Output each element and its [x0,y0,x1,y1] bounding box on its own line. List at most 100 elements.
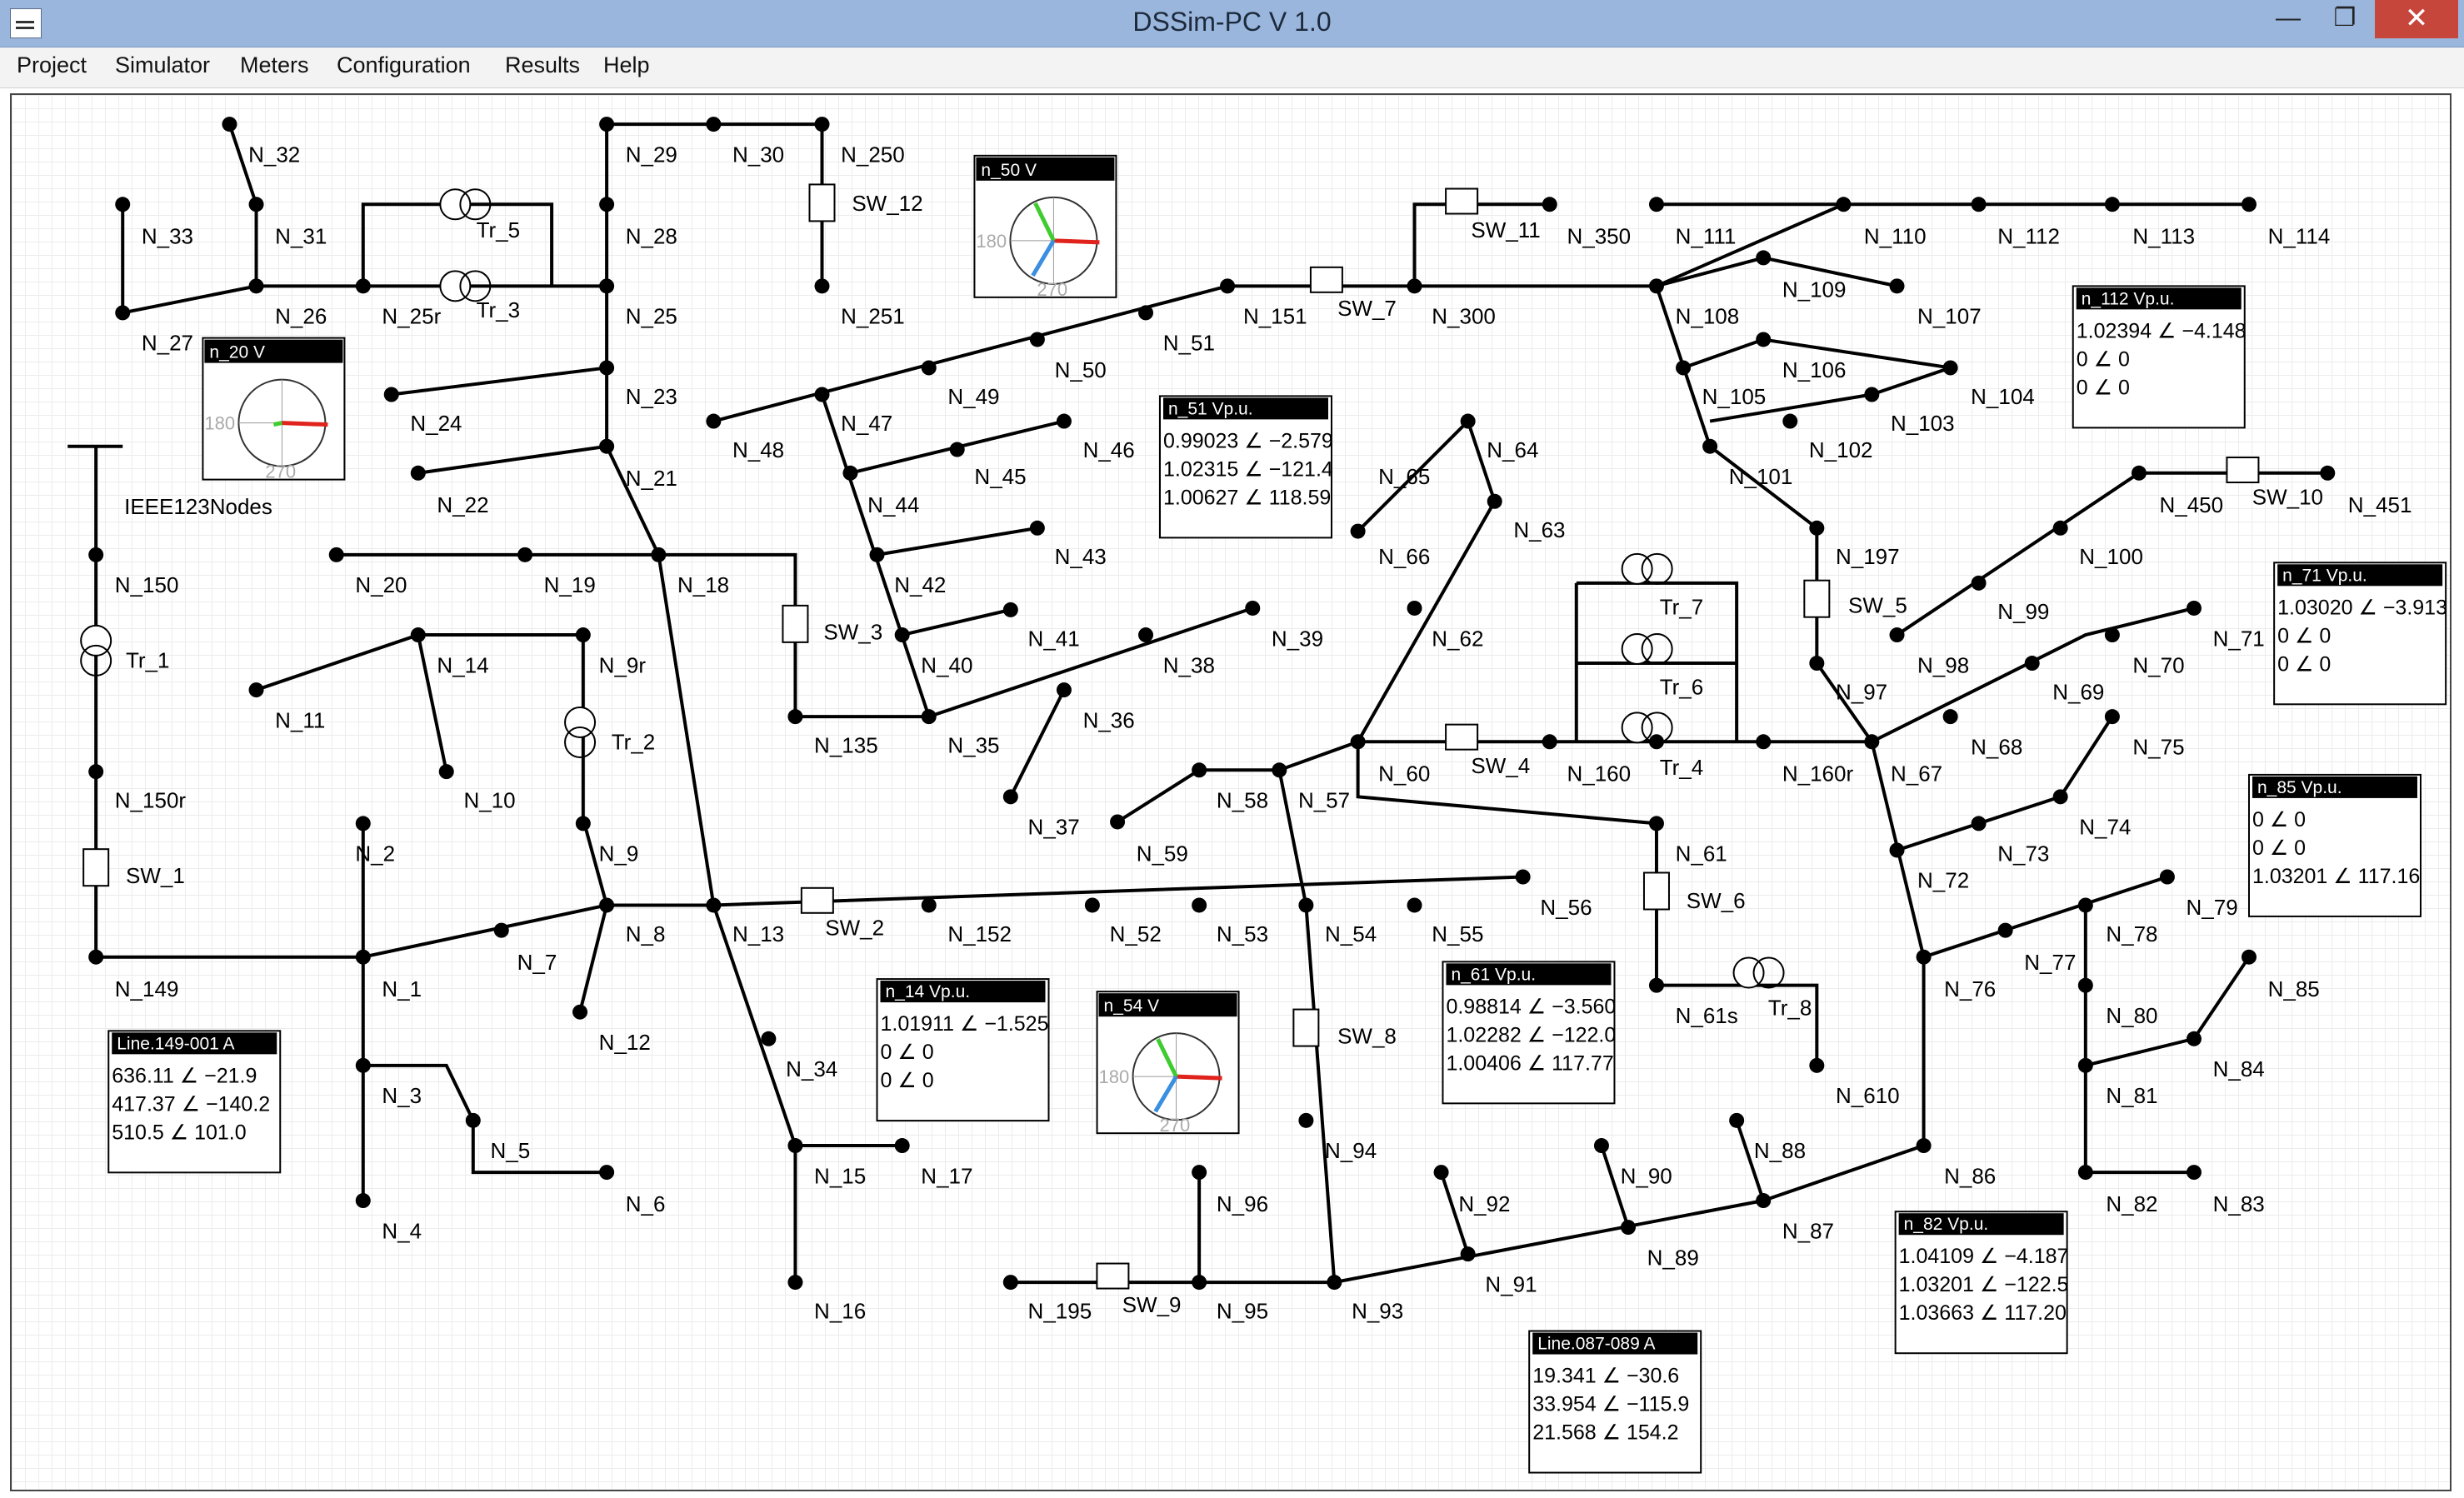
switch-symbol[interactable] [1309,266,1343,293]
app-icon[interactable] [10,8,42,38]
bus-node[interactable] [1350,523,1366,539]
bus-node[interactable] [355,1193,371,1209]
bus-node[interactable] [248,682,264,698]
bus-node[interactable] [355,1057,371,1073]
bus-node[interactable] [575,627,591,643]
bus-node[interactable] [1648,816,1664,831]
bus-node[interactable] [438,764,454,780]
bus-node[interactable] [355,278,371,294]
bus-node[interactable] [1138,627,1154,643]
bus-node[interactable] [88,949,104,965]
bus-node[interactable] [572,1004,588,1020]
bus-node[interactable] [1916,1138,1932,1154]
transformer-symbol[interactable] [1752,956,1785,989]
bus-node[interactable] [894,1138,910,1154]
bus-node[interactable] [1864,734,1880,750]
bus-node[interactable] [1084,897,1100,913]
bus-node[interactable] [921,360,937,376]
bus-node[interactable] [1542,734,1557,750]
bus-node[interactable] [787,709,803,725]
bus-node[interactable] [706,117,722,132]
transformer-symbol[interactable] [459,188,492,221]
menu-configuration[interactable]: Configuration [337,52,471,77]
bus-node[interactable] [651,547,667,562]
bus-node[interactable] [1192,762,1207,778]
feeder-line[interactable] [607,875,1523,907]
bus-node[interactable] [1702,438,1718,454]
transformer-symbol[interactable] [564,726,597,758]
transformer-symbol[interactable] [459,270,492,302]
bus-node[interactable] [2052,520,2068,536]
bus-node[interactable] [575,816,591,831]
bus-node[interactable] [465,1112,481,1128]
bus-node[interactable] [1648,197,1664,212]
feeder-line[interactable] [1439,1171,1470,1255]
switch-symbol[interactable] [1292,1008,1320,1047]
bus-node[interactable] [2104,627,2120,643]
feeder-line[interactable] [1009,689,1066,798]
bus-node[interactable] [2077,897,2093,913]
switch-symbol[interactable] [1445,187,1479,215]
bus-node[interactable] [1889,627,1905,643]
feeder-line[interactable] [1871,607,2195,744]
close-button[interactable]: ✕ [2375,0,2458,38]
switch-symbol[interactable] [808,183,836,222]
bus-node[interactable] [355,949,371,965]
bus-node[interactable] [599,438,615,454]
switch-symbol[interactable] [782,604,809,643]
bus-node[interactable] [328,547,344,562]
bus-node[interactable] [517,547,533,562]
menu-help[interactable]: Help [603,52,650,77]
bus-node[interactable] [706,413,722,429]
transformer-symbol[interactable] [1621,552,1653,585]
bus-node[interactable] [1756,1193,1772,1209]
bus-node[interactable] [1002,789,1018,805]
feeder-line[interactable] [1600,1145,1630,1228]
bus-node[interactable] [1272,762,1287,778]
bus-node[interactable] [1056,682,1072,698]
bus-node[interactable] [1110,814,1126,830]
bus-node[interactable] [2052,789,2068,805]
bus-node[interactable] [1997,922,2013,938]
feeder-line[interactable] [362,903,607,959]
bus-node[interactable] [1593,1138,1609,1154]
bus-node[interactable] [814,117,830,132]
maximize-button[interactable]: ❐ [2317,0,2373,38]
transformer-symbol[interactable] [1621,712,1653,744]
bus-node[interactable] [1515,869,1531,885]
bus-node[interactable] [1729,1112,1745,1128]
bus-node[interactable] [2186,1165,2202,1181]
bus-node[interactable] [2024,656,2040,672]
bus-node[interactable] [1327,1275,1342,1291]
bus-node[interactable] [1298,897,1314,913]
feeder-line[interactable] [1735,1120,1766,1201]
bus-node[interactable] [1756,734,1772,750]
bus-node[interactable] [1407,897,1422,913]
switch-symbol[interactable] [82,848,110,887]
transformer-symbol[interactable] [564,706,597,738]
transformer-symbol[interactable] [439,270,472,302]
feeder-line[interactable] [1116,740,1872,824]
bus-node[interactable] [814,387,830,402]
switch-symbol[interactable] [1445,723,1479,751]
bus-node[interactable] [1621,1220,1637,1236]
bus-node[interactable] [1809,520,1825,536]
bus-node[interactable] [2077,1165,2093,1181]
bus-node[interactable] [1942,709,1958,725]
feeder-line[interactable] [1922,875,2168,959]
bus-node[interactable] [1648,977,1664,993]
bus-node[interactable] [761,1031,777,1046]
bus-node[interactable] [1756,250,1772,266]
bus-node[interactable] [949,442,965,457]
feeder-line[interactable] [362,1063,607,1175]
feeder-line[interactable] [121,204,607,315]
bus-node[interactable] [2241,197,2257,212]
feeder-line[interactable] [605,124,797,1283]
bus-node[interactable] [599,360,615,376]
switch-symbol[interactable] [1096,1262,1130,1290]
feeder-line[interactable] [928,607,1253,719]
bus-node[interactable] [1350,734,1366,750]
bus-node[interactable] [1407,600,1422,616]
